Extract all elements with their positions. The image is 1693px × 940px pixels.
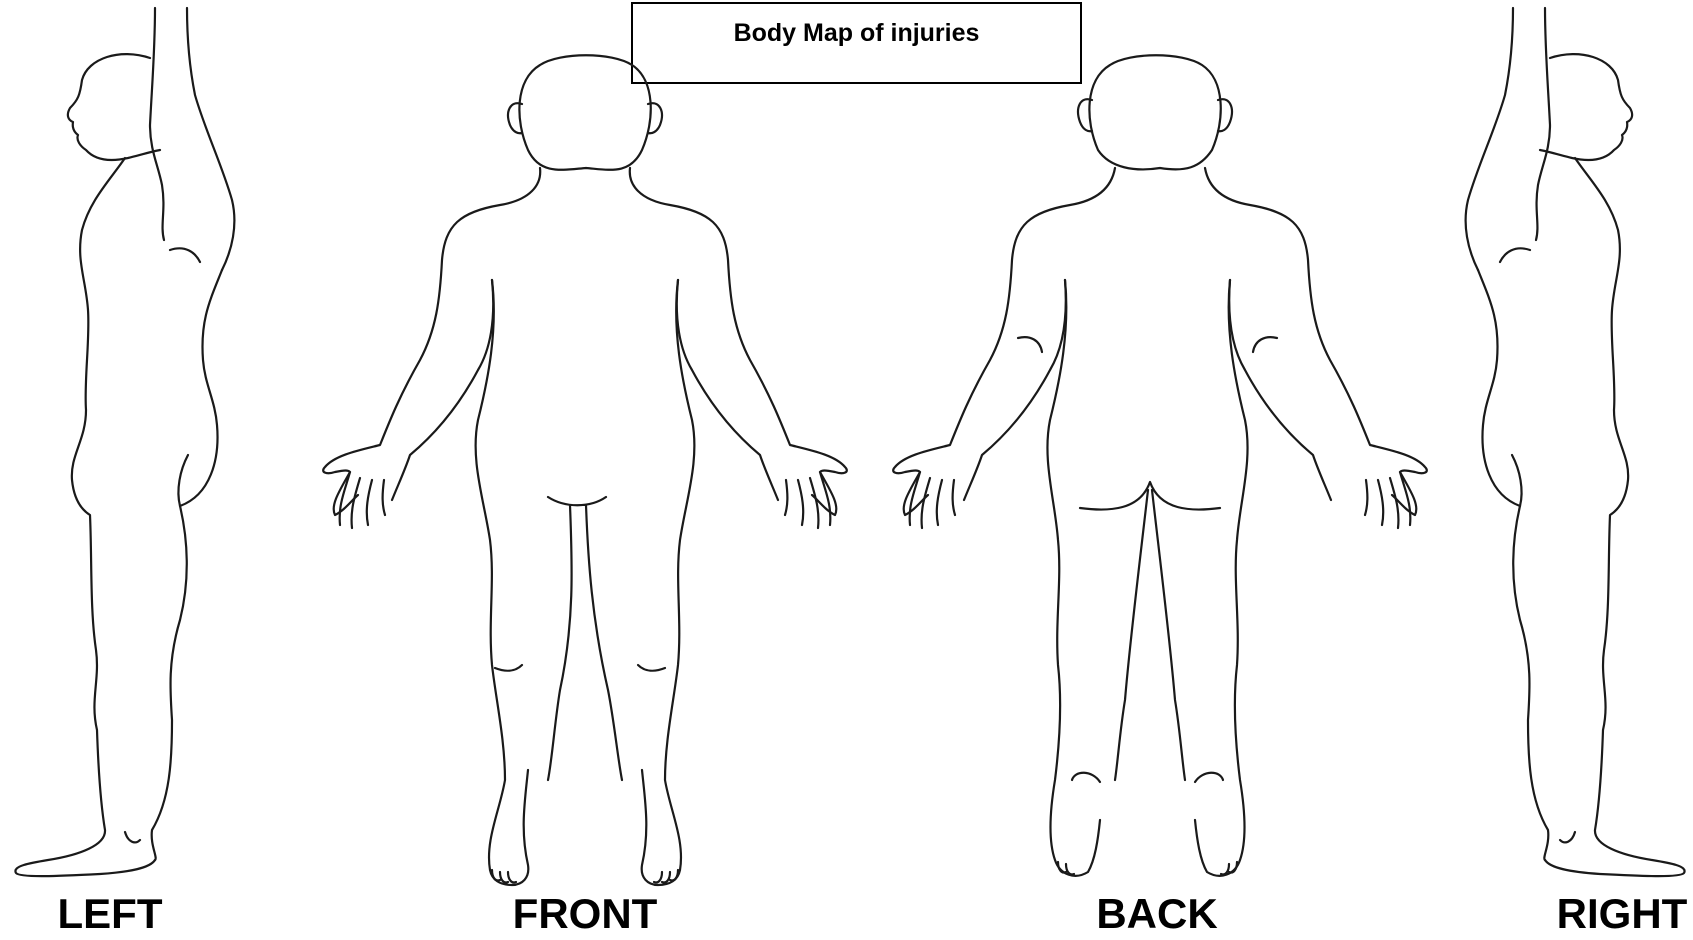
left-view-head (68, 54, 160, 160)
left-view-buttock-line (178, 455, 188, 506)
view-label-left: LEFT (58, 893, 163, 935)
front-view-right-inner-arm (677, 280, 778, 500)
right-view-raised-arm-back (1466, 8, 1513, 270)
front-view-right-fingers (785, 472, 830, 528)
back-view-buttocks (1080, 482, 1220, 510)
right-view-raised-arm (1536, 8, 1550, 240)
left-view-back-buttock (152, 270, 222, 860)
front-view-right-outline (630, 168, 847, 515)
front-view-head (519, 55, 650, 170)
back-view-left-outline (893, 168, 1115, 515)
back-view-right-elbow (1253, 337, 1277, 352)
back-view-right-leg (1195, 280, 1248, 876)
figure-left-side-view (15, 8, 234, 876)
back-view-right-fingers (1365, 472, 1410, 528)
figure-back-view (893, 55, 1427, 876)
front-view-left-inner-arm (392, 280, 493, 500)
front-view-left-leg (476, 280, 529, 885)
front-view-left-outline (323, 168, 540, 515)
right-view-shoulder-crease (1500, 248, 1530, 262)
view-label-right: RIGHT (1557, 893, 1688, 935)
back-view-right-heel (1195, 773, 1223, 782)
back-view-left-heel (1072, 773, 1100, 782)
front-view-left-toes (492, 870, 516, 883)
right-view-back-buttock (1478, 270, 1548, 860)
back-view-inner-legs (1115, 490, 1185, 780)
right-view-buttock-line (1512, 455, 1522, 506)
back-view-left-fingers (910, 472, 955, 528)
right-view-torso-front (1545, 158, 1685, 876)
left-view-raised-arm (150, 8, 164, 240)
left-view-torso-front (15, 158, 155, 876)
front-view-left-fingers (340, 472, 385, 528)
view-label-back: BACK (1096, 893, 1217, 935)
left-view-shoulder-crease (170, 248, 200, 262)
left-view-ankle (125, 832, 140, 842)
front-view-inner-legs (548, 497, 622, 780)
front-view-right-knee (638, 665, 665, 671)
back-view-left-inner-arm (964, 280, 1066, 500)
back-view-head (1089, 55, 1220, 169)
right-view-head (1540, 54, 1632, 160)
front-view-right-leg (642, 280, 695, 885)
back-view-right-inner-arm (1229, 280, 1331, 500)
back-view-left-leg (1047, 280, 1100, 876)
front-view-right-toes (654, 870, 678, 883)
view-label-front: FRONT (513, 893, 658, 935)
left-view-raised-arm-back (187, 8, 234, 270)
back-view-left-elbow (1018, 337, 1042, 352)
figure-right-side-view (1466, 8, 1685, 876)
figure-front-view (323, 55, 847, 885)
front-view-left-knee (495, 665, 522, 671)
right-view-ankle (1560, 832, 1575, 842)
